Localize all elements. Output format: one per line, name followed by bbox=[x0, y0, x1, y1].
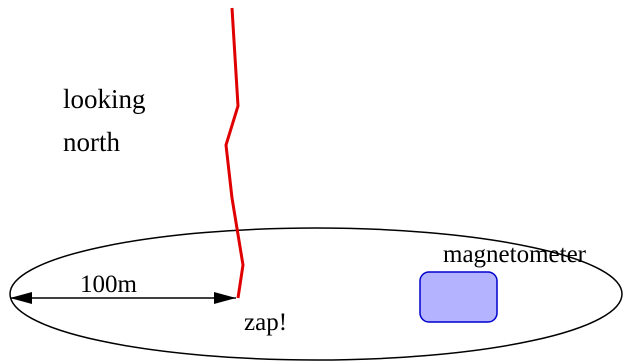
label-looking: looking bbox=[63, 84, 146, 114]
distance-arrow bbox=[10, 292, 236, 304]
label-distance: 100m bbox=[80, 271, 138, 298]
ground-ellipse bbox=[9, 227, 623, 361]
magnetometer-box-icon bbox=[419, 271, 498, 323]
arrowhead-right-icon bbox=[214, 292, 236, 304]
lightning-bolt-icon bbox=[224, 7, 245, 299]
label-magnetometer: magnetometer bbox=[443, 241, 587, 268]
label-north: north bbox=[63, 127, 120, 157]
label-zap: zap! bbox=[244, 309, 287, 336]
arrowhead-left-icon bbox=[10, 292, 32, 304]
